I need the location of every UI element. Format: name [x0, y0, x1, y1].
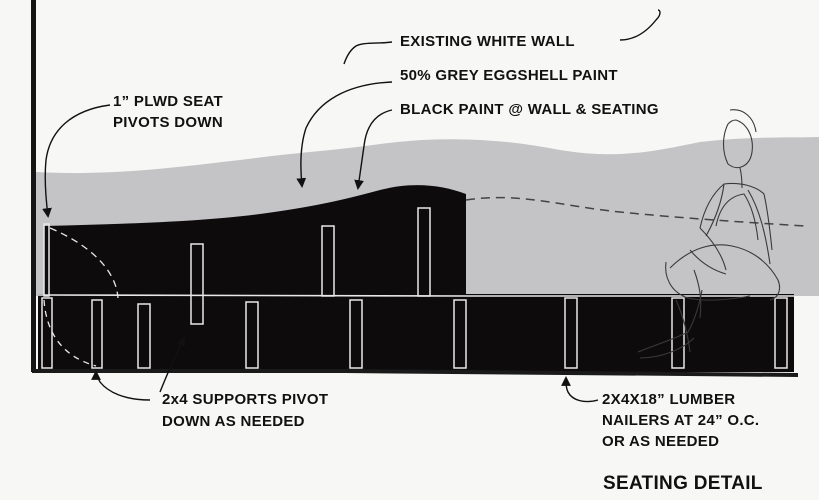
seated-figure-icon	[637, 109, 781, 359]
support	[245, 301, 259, 369]
label-lumber-line1: 2X4X18” LUMBER	[602, 391, 735, 408]
dashed-paint-line	[465, 196, 806, 227]
arrow-icon	[561, 376, 599, 403]
wall-nailer	[190, 243, 204, 325]
seat-supports	[41, 297, 788, 369]
drawing-title: SEATING DETAIL	[603, 473, 763, 494]
seat-pivot-arc	[49, 227, 119, 299]
seat-top-line	[37, 294, 794, 297]
squiggle-leader	[343, 41, 393, 65]
wall-nailer	[417, 207, 431, 297]
label-supports-line1: 2x4 SUPPORTS PIVOT	[162, 391, 328, 408]
label-plwd-seat-line2: PIVOTS DOWN	[113, 114, 223, 131]
support	[137, 303, 151, 369]
label-supports-line2: DOWN AS NEEDED	[162, 413, 305, 430]
support	[349, 299, 363, 369]
floor-line	[32, 369, 799, 377]
label-black-paint: BLACK PAINT @ WALL & SEATING	[400, 101, 659, 118]
support	[774, 297, 788, 369]
wall-nailer	[321, 225, 335, 297]
leader-arrows	[42, 9, 661, 403]
black-seating-body	[38, 294, 794, 372]
wall-nailers	[190, 207, 431, 325]
arrow-icon	[296, 81, 393, 188]
plwd-seat-board	[43, 223, 50, 297]
support	[453, 299, 467, 369]
arrow-icon	[159, 336, 185, 393]
label-plwd-seat-line1: 1” PLWD SEAT	[113, 93, 223, 110]
support	[41, 297, 53, 369]
label-lumber-line3: OR AS NEEDED	[602, 433, 719, 450]
support	[564, 297, 578, 369]
support	[91, 299, 103, 369]
support	[671, 297, 685, 369]
label-grey-paint: 50% GREY EGGSHELL PAINT	[400, 67, 618, 84]
label-existing-white-wall: EXISTING WHITE WALL	[400, 33, 575, 50]
black-paint-wall	[44, 185, 466, 296]
arrow-icon	[354, 109, 393, 190]
squiggle-leader	[619, 9, 661, 41]
support-pivot-arc	[43, 299, 97, 367]
arrow-icon	[91, 370, 151, 401]
label-lumber-line2: NAILERS AT 24” O.C.	[602, 412, 759, 429]
left-wall-edge	[31, 0, 36, 372]
arrow-icon	[42, 104, 111, 218]
